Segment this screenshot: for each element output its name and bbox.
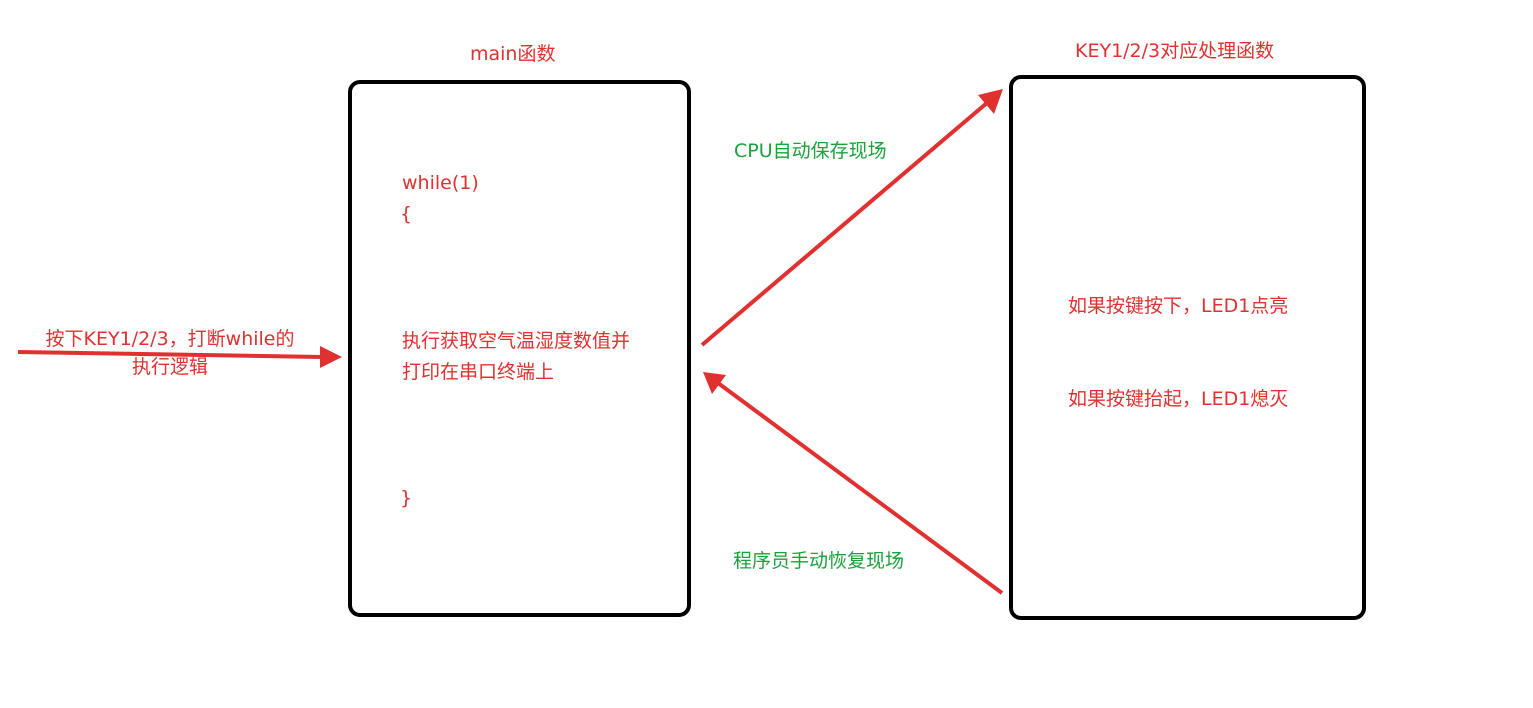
- code-open-brace: {: [400, 203, 413, 225]
- save-context-arrow: [700, 89, 1003, 347]
- save-context-label: CPU自动保存现场: [734, 140, 887, 162]
- restore-context-label: 程序员手动恢复现场: [733, 550, 905, 572]
- code-while-line: while(1): [402, 172, 479, 194]
- code-body-line-2: 打印在串口终端上: [402, 361, 555, 383]
- interrupt-input-label: 按下KEY1/2/3，打断while的 执行逻辑: [20, 325, 320, 381]
- handler-release-line: 如果按键抬起，LED1熄灭: [1068, 388, 1289, 410]
- main-function-box: [348, 80, 691, 617]
- code-close-brace: }: [400, 487, 413, 509]
- interrupt-input-line-2: 执行逻辑: [131, 356, 208, 378]
- main-function-title: main函数: [470, 43, 556, 65]
- key-handler-box: [1009, 75, 1366, 620]
- key-handler-title: KEY1/2/3对应处理函数: [1075, 40, 1275, 62]
- code-body-line-1: 执行获取空气温湿度数值并: [402, 330, 631, 352]
- interrupt-input-line-1: 按下KEY1/2/3，打断while的: [45, 328, 295, 350]
- handler-press-line: 如果按键按下，LED1点亮: [1068, 295, 1289, 317]
- code-body: 执行获取空气温湿度数值并 打印在串口终端上: [402, 326, 630, 388]
